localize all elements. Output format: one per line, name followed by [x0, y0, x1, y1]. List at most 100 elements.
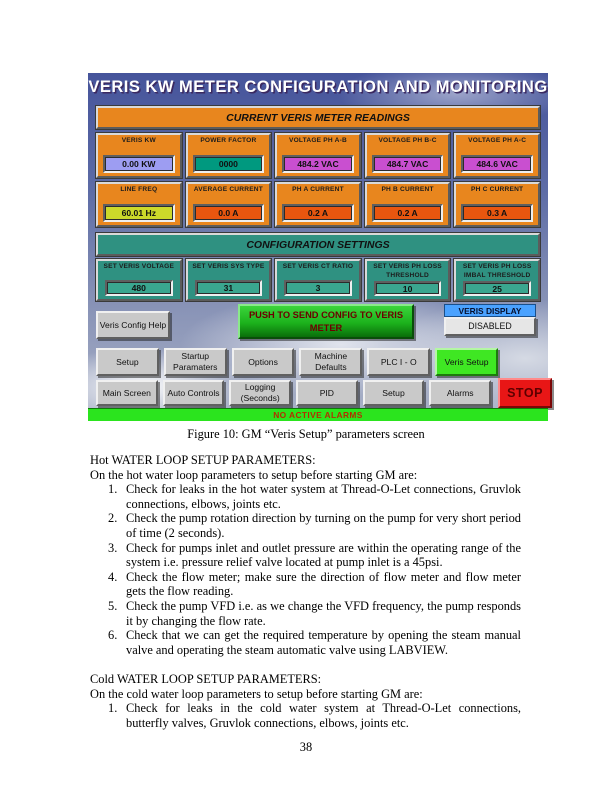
meter-panel-line-freq: LINE FREQ 60.01 Hz [96, 182, 182, 227]
readings-header: CURRENT VERIS METER READINGS [96, 106, 540, 129]
config-row: SET VERIS VOLTAGE 480 SET VERIS SYS TYPE… [96, 259, 540, 301]
meter-row-1: VERIS KW 0.00 KW POWER FACTOR 0000 VOLTA… [96, 133, 540, 178]
nav-machine-defaults-button[interactable]: Machine Defaults [299, 348, 363, 376]
numbered-list: Check for leaks in the cold water system… [90, 701, 521, 730]
hot-water-section: Hot WATER LOOP SETUP PARAMETERS: On the … [90, 453, 521, 657]
config-label: SET VERIS VOLTAGE [103, 263, 175, 270]
meter-panel-veris-kw: VERIS KW 0.00 KW [96, 133, 182, 178]
list-item-text: Check for pumps inlet and outlet pressur… [126, 540, 521, 570]
cold-water-section: Cold WATER LOOP SETUP PARAMETERS: On the… [90, 672, 521, 730]
nav-auto-controls-button[interactable]: Auto Controls [162, 380, 225, 406]
meter-display: 60.01 Hz [103, 204, 175, 222]
meter-label: PH A CURRENT [292, 186, 344, 193]
list-number [108, 599, 117, 614]
meter-label: VERIS KW [121, 137, 156, 144]
meter-label: POWER FACTOR [200, 137, 257, 144]
section-intro: On the hot water loop parameters to setu… [90, 467, 418, 482]
veris-hmi-screenshot: VERIS KW METER CONFIGURATION AND MONITOR… [88, 73, 552, 421]
config-label: SET VERIS PH LOSS IMBAL THRESHOLD [462, 263, 532, 279]
veris-display-toggle[interactable]: DISABLED [444, 317, 536, 336]
config-value-input[interactable]: 25 [463, 281, 531, 296]
veris-config-help-button[interactable]: Veris Config Help [96, 311, 170, 339]
send-config-button[interactable]: PUSH TO SEND CONFIG TO VERIS METER [238, 304, 414, 339]
list-item: Check for leaks in the cold water system… [90, 701, 521, 730]
nav-main-screen-button[interactable]: Main Screen [96, 380, 158, 406]
meter-panel-pha-current: PH A CURRENT 0.2 A [275, 182, 361, 227]
meter-panel-avg-current: AVERAGE CURRENT 0.0 A [185, 182, 272, 227]
meter-label: VOLTAGE PH A-B [288, 137, 347, 144]
config-panel-sys-type: SET VERIS SYS TYPE 31 [185, 259, 272, 301]
list-number [108, 541, 117, 556]
list-item: Check for leaks in the hot water system … [90, 482, 521, 511]
list-item: Check the pump rotation direction by tur… [90, 511, 521, 540]
nav-pid-button[interactable]: PID [296, 380, 358, 406]
config-panel-imbal: SET VERIS PH LOSS IMBAL THRESHOLD 25 [454, 259, 540, 301]
meter-display: 484.2 VAC [282, 155, 354, 173]
list-number [108, 511, 117, 526]
list-item: Check the pump VFD i.e. as we change the… [90, 599, 521, 628]
nav-plc-io-button[interactable]: PLC I - O [367, 348, 431, 376]
nav-row-1: Setup Startup Paramaters Options Machine… [96, 348, 498, 376]
meter-label: VOLTAGE PH B-C [378, 137, 437, 144]
nav-logging-button[interactable]: Logging (Seconds) [229, 380, 292, 406]
meter-panel-voltage-ac: VOLTAGE PH A-C 484.6 VAC [454, 133, 540, 178]
meter-label: VOLTAGE PH A-C [468, 137, 527, 144]
meter-display: 0.00 KW [103, 155, 175, 173]
page-number: 38 [299, 740, 313, 754]
list-number [108, 570, 117, 585]
numbered-list: Check for leaks in the hot water system … [90, 482, 521, 657]
meter-panel-voltage-bc: VOLTAGE PH B-C 484.7 VAC [364, 133, 451, 178]
config-value-input[interactable]: 31 [194, 280, 263, 296]
list-number [108, 701, 117, 716]
nav-startup-parameters-button[interactable]: Startup Paramaters [163, 348, 227, 376]
veris-display-label: VERIS DISPLAY [444, 304, 536, 317]
meter-display: 0.2 A [371, 204, 444, 222]
config-panel-voltage: SET VERIS VOLTAGE 480 [96, 259, 182, 301]
nav-setup-button[interactable]: Setup [96, 348, 159, 376]
config-value-input[interactable]: 3 [284, 280, 352, 296]
nav-row-2: Main Screen Auto Controls Logging (Secon… [96, 380, 492, 406]
meter-label: AVERAGE CURRENT [193, 186, 263, 193]
list-number [108, 628, 117, 643]
config-label: SET VERIS SYS TYPE [192, 263, 265, 270]
hmi-title: VERIS KW METER CONFIGURATION AND MONITOR… [88, 78, 548, 96]
meter-display: 0.3 A [461, 204, 533, 222]
meter-label: PH C CURRENT [471, 186, 524, 193]
meter-display: 0000 [192, 155, 265, 173]
list-item-text: Check for leaks in the hot water system … [126, 482, 521, 511]
alarm-status-bar: NO ACTIVE ALARMS [88, 408, 548, 421]
nav-veris-setup-button[interactable]: Veris Setup [435, 348, 498, 376]
meter-display: 484.6 VAC [461, 155, 533, 173]
config-label: SET VERIS CT RATIO [282, 263, 354, 270]
meter-label: LINE FREQ [120, 186, 158, 193]
nav-options-button[interactable]: Options [231, 348, 295, 376]
figure-caption: Figure 10: GM “Veris Setup” parameters s… [187, 427, 425, 441]
nav-setup2-button[interactable]: Setup [362, 380, 425, 406]
config-label: SET VERIS PH LOSS THRESHOLD [373, 263, 442, 279]
list-number [108, 482, 117, 497]
list-item-text: Check that we can get the required tempe… [126, 628, 521, 657]
meter-panel-phb-current: PH B CURRENT 0.2 A [364, 182, 451, 227]
meter-panel-power-factor: POWER FACTOR 0000 [185, 133, 272, 178]
section-intro: On the cold water loop parameters to set… [90, 686, 423, 701]
stop-button[interactable]: STOP [498, 378, 552, 408]
config-value-input[interactable]: 10 [373, 281, 442, 296]
list-item-text: Check the pump VFD i.e. as we change the… [126, 598, 521, 628]
nav-alarms-button[interactable]: Alarms [429, 380, 492, 406]
list-item: Check the flow meter; make sure the dire… [90, 570, 521, 599]
meter-display: 484.7 VAC [371, 155, 444, 173]
config-panel-ct-ratio: SET VERIS CT RATIO 3 [275, 259, 361, 301]
list-item-text: Check the pump rotation direction by tur… [126, 511, 521, 540]
meter-panel-voltage-ab: VOLTAGE PH A-B 484.2 VAC [275, 133, 361, 178]
section-heading: Hot WATER LOOP SETUP PARAMETERS: [90, 453, 316, 467]
meter-display: 0.0 A [192, 204, 265, 222]
list-item-text: Check for leaks in the cold water system… [126, 701, 521, 730]
meter-row-2: LINE FREQ 60.01 Hz AVERAGE CURRENT 0.0 A… [96, 182, 540, 227]
meter-panel-phc-current: PH C CURRENT 0.3 A [454, 182, 540, 227]
veris-display-block: VERIS DISPLAY DISABLED [444, 304, 536, 336]
section-heading: Cold WATER LOOP SETUP PARAMETERS: [90, 671, 322, 686]
list-item: Check for pumps inlet and outlet pressur… [90, 541, 521, 570]
meter-label: PH B CURRENT [381, 186, 434, 193]
config-value-input[interactable]: 480 [105, 280, 173, 296]
